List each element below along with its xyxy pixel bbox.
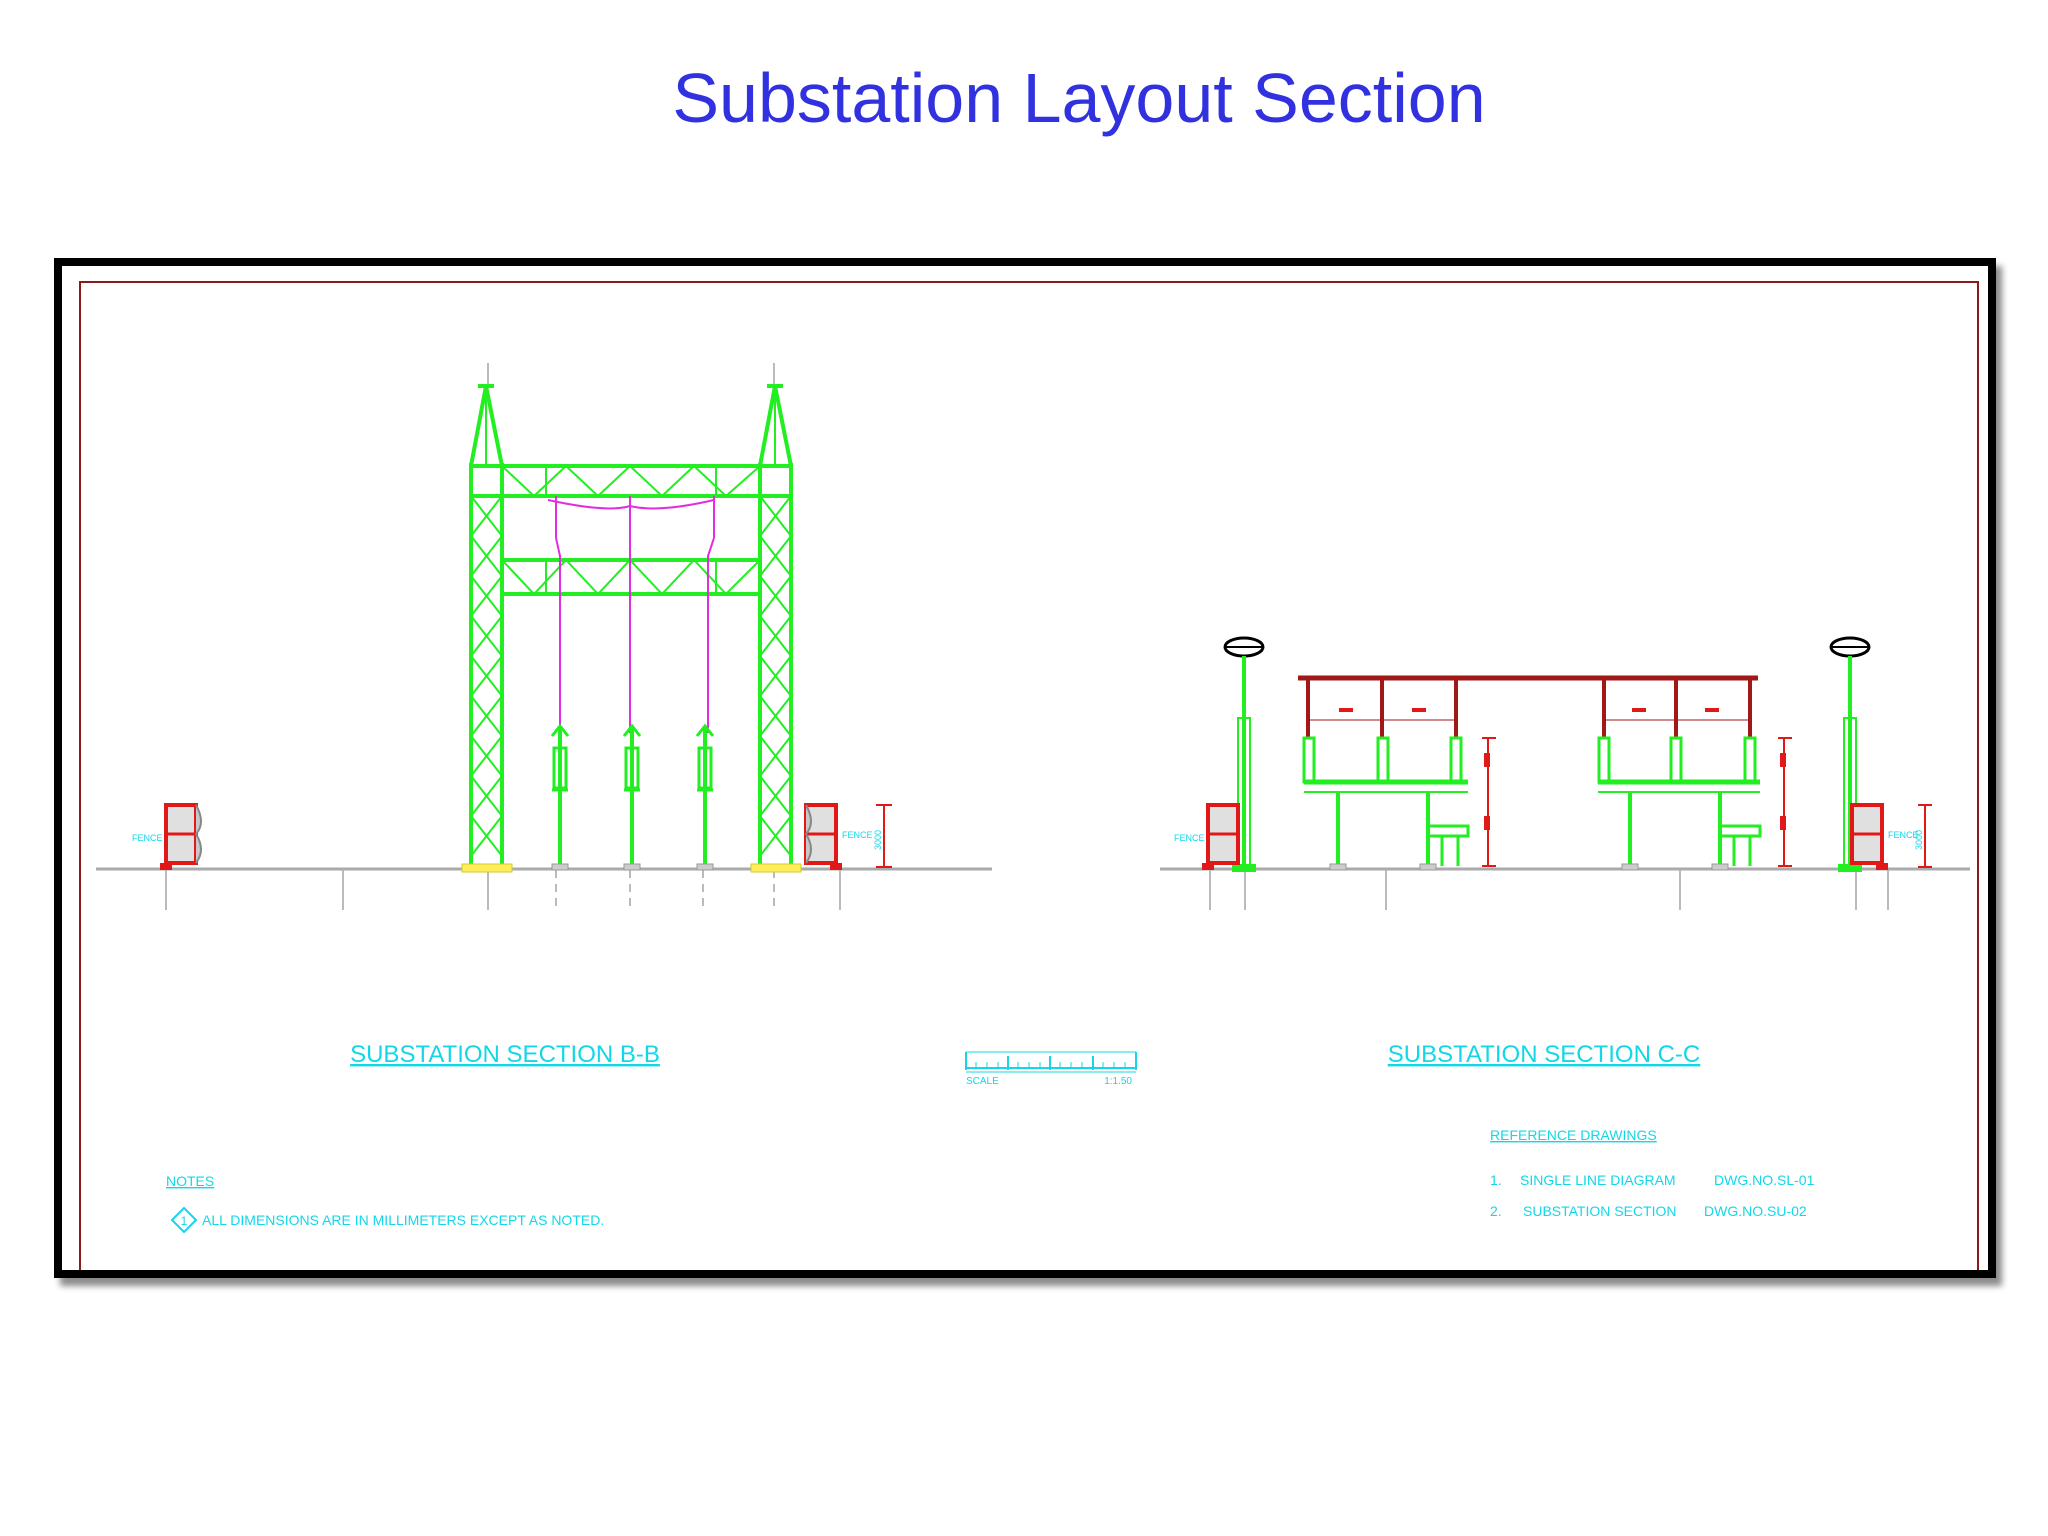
fence-label-left-cc: FENCE <box>1174 833 1205 843</box>
section-bb-drawing: FENCE FENCE 3000 SUBSTATION SECTION B-B <box>96 363 992 1068</box>
lamp-post-left <box>1223 636 1265 872</box>
fence-height-dim-bb: 3000 <box>873 830 883 850</box>
equipment-group-right-cc <box>1597 736 1762 866</box>
scale-label: SCALE <box>966 1076 999 1087</box>
section-cc-title: SUBSTATION SECTION C-C <box>1388 1041 1700 1068</box>
reference-drawings-heading: REFERENCE DRAWINGS <box>1490 1127 1657 1143</box>
note-item-number: 1 <box>181 1214 188 1228</box>
gantry-lacing <box>469 464 793 857</box>
equipment-group-left-cc <box>1302 736 1470 866</box>
slide-title: Substation Layout Section <box>672 59 1486 137</box>
section-bb-title: SUBSTATION SECTION B-B <box>350 1041 660 1068</box>
drawing-frame: FENCE FENCE 3000 SUBSTATION SECTION B-B <box>54 258 1996 1278</box>
fence-left-bb <box>160 803 202 870</box>
busbar-cc <box>1298 675 1758 738</box>
reference-item-1-num: 1. <box>1490 1172 1502 1188</box>
section-cc-drawing: FENCE FENCE 3000 <box>1160 636 1970 1068</box>
reference-item-2-title: SUBSTATION SECTION <box>1523 1203 1677 1219</box>
dimension-marks-cc <box>1482 737 1792 867</box>
note-diamond-marker <box>170 1206 198 1234</box>
fence-label-right-cc: FENCE <box>1888 830 1919 840</box>
drawing-canvas: FENCE FENCE 3000 SUBSTATION SECTION B-B <box>79 281 1979 1270</box>
fence-left-cc <box>1202 803 1240 870</box>
reference-item-1-dwg: DWG.NO.SL-01 <box>1714 1172 1815 1188</box>
reference-item-2-num: 2. <box>1490 1203 1502 1219</box>
fence-label-left-bb: FENCE <box>132 833 163 843</box>
scale-ratio: 1:1.50 <box>1104 1076 1132 1087</box>
reference-item-1-title: SINGLE LINE DIAGRAM <box>1520 1172 1676 1188</box>
note-item-text: ALL DIMENSIONS ARE IN MILLIMETERS EXCEPT… <box>202 1212 604 1228</box>
fence-right-cc <box>1850 803 1932 870</box>
scale-bar: SCALE 1:1.50 <box>965 1051 1137 1087</box>
fence-height-dim-cc: 3000 <box>1914 830 1924 850</box>
reference-item-2-dwg: DWG.NO.SU-02 <box>1704 1203 1807 1219</box>
fence-right-bb <box>804 803 892 870</box>
equipment-posts-bb <box>550 723 715 866</box>
notes-block: NOTES 1 ALL DIMENSIONS ARE IN MILLIMETER… <box>166 1173 604 1234</box>
notes-heading: NOTES <box>166 1173 214 1189</box>
conductors-bb <box>547 496 715 733</box>
inner-border <box>79 281 1979 1270</box>
fence-label-right-bb: FENCE <box>842 830 873 840</box>
reference-drawings-block: REFERENCE DRAWINGS 1. SINGLE LINE DIAGRA… <box>1490 1127 1815 1219</box>
